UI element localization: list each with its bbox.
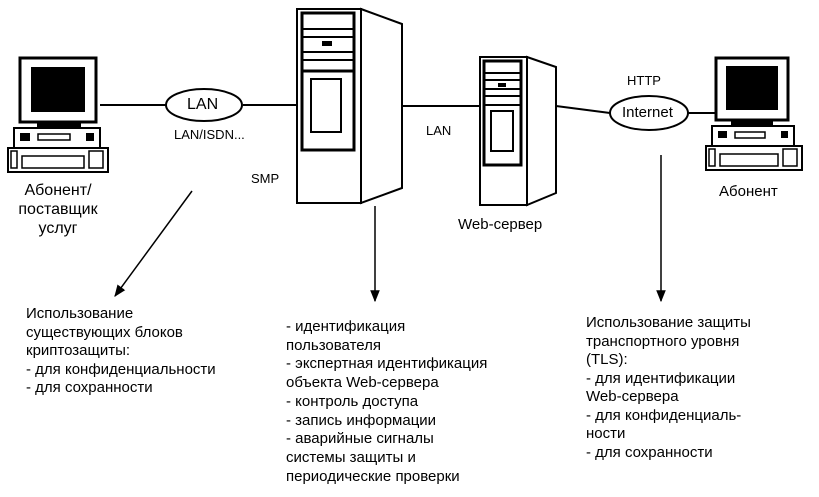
note-line: Web-сервера [586, 388, 679, 405]
note-middle: - идентификация пользователя - экспертна… [286, 318, 487, 486]
note-left: Использование существующих блоков крипто… [26, 305, 216, 398]
client-left-label-line: Абонент/ [24, 182, 92, 199]
note-line: ности [586, 425, 626, 442]
smp-label: SMP [251, 171, 280, 186]
note-line: объекта Web-сервера [286, 374, 439, 392]
client-left-label-line: услуг [38, 220, 78, 237]
internet-cloud-ellipse [609, 95, 689, 131]
smp-server-icon [296, 7, 403, 205]
note-line: транспортного уровня [586, 332, 740, 350]
note-line: - аварийные сигналы [286, 430, 434, 448]
note-line: периодические проверки [286, 467, 460, 485]
lan-cloud-label: LAN [187, 96, 219, 113]
client-computer-icon [7, 56, 109, 173]
note-line: системы защиты и [286, 448, 416, 466]
note-line: (TLS): [586, 351, 628, 368]
note-line: существующих блоков [26, 323, 183, 341]
note-line: - контроль доступа [286, 392, 419, 410]
note-line: пользователя [286, 336, 381, 354]
lan-isdn-label: LAN/ISDN... [174, 127, 245, 142]
note-right: Использование защиты транспортного уровн… [586, 314, 751, 462]
note-line: - экспертная идентификация [286, 355, 488, 373]
lan-cloud-ellipse [165, 88, 243, 122]
note-line: Использование защиты [586, 314, 751, 331]
client-right-label: Абонент [719, 183, 778, 200]
http-label: HTTP [627, 73, 661, 88]
link-web-to-internet [555, 105, 611, 114]
note-line: - идентификация [286, 318, 406, 335]
web-server-icon [479, 55, 557, 207]
note-line: криптозащиты: [26, 342, 131, 359]
note-line: - запись информации [286, 411, 437, 429]
lan-link-label: LAN [426, 123, 452, 138]
arrow-to-left-note [114, 190, 193, 297]
note-line: - для конфиденциальности [26, 360, 216, 378]
note-line: - для идентификации [586, 369, 736, 387]
note-line: Использование [26, 305, 134, 322]
note-line: - для сохранности [26, 379, 153, 396]
client-computer-icon [705, 56, 803, 171]
web-server-label: Web-сервер [458, 216, 543, 233]
client-left-label: Абонент/ поставщик услуг [0, 181, 116, 238]
note-line: - для сохранности [586, 443, 713, 461]
internet-cloud-label: Internet [622, 104, 673, 121]
note-line: - для конфиденциаль- [586, 406, 742, 424]
client-left-label-line: поставщик [18, 201, 98, 218]
